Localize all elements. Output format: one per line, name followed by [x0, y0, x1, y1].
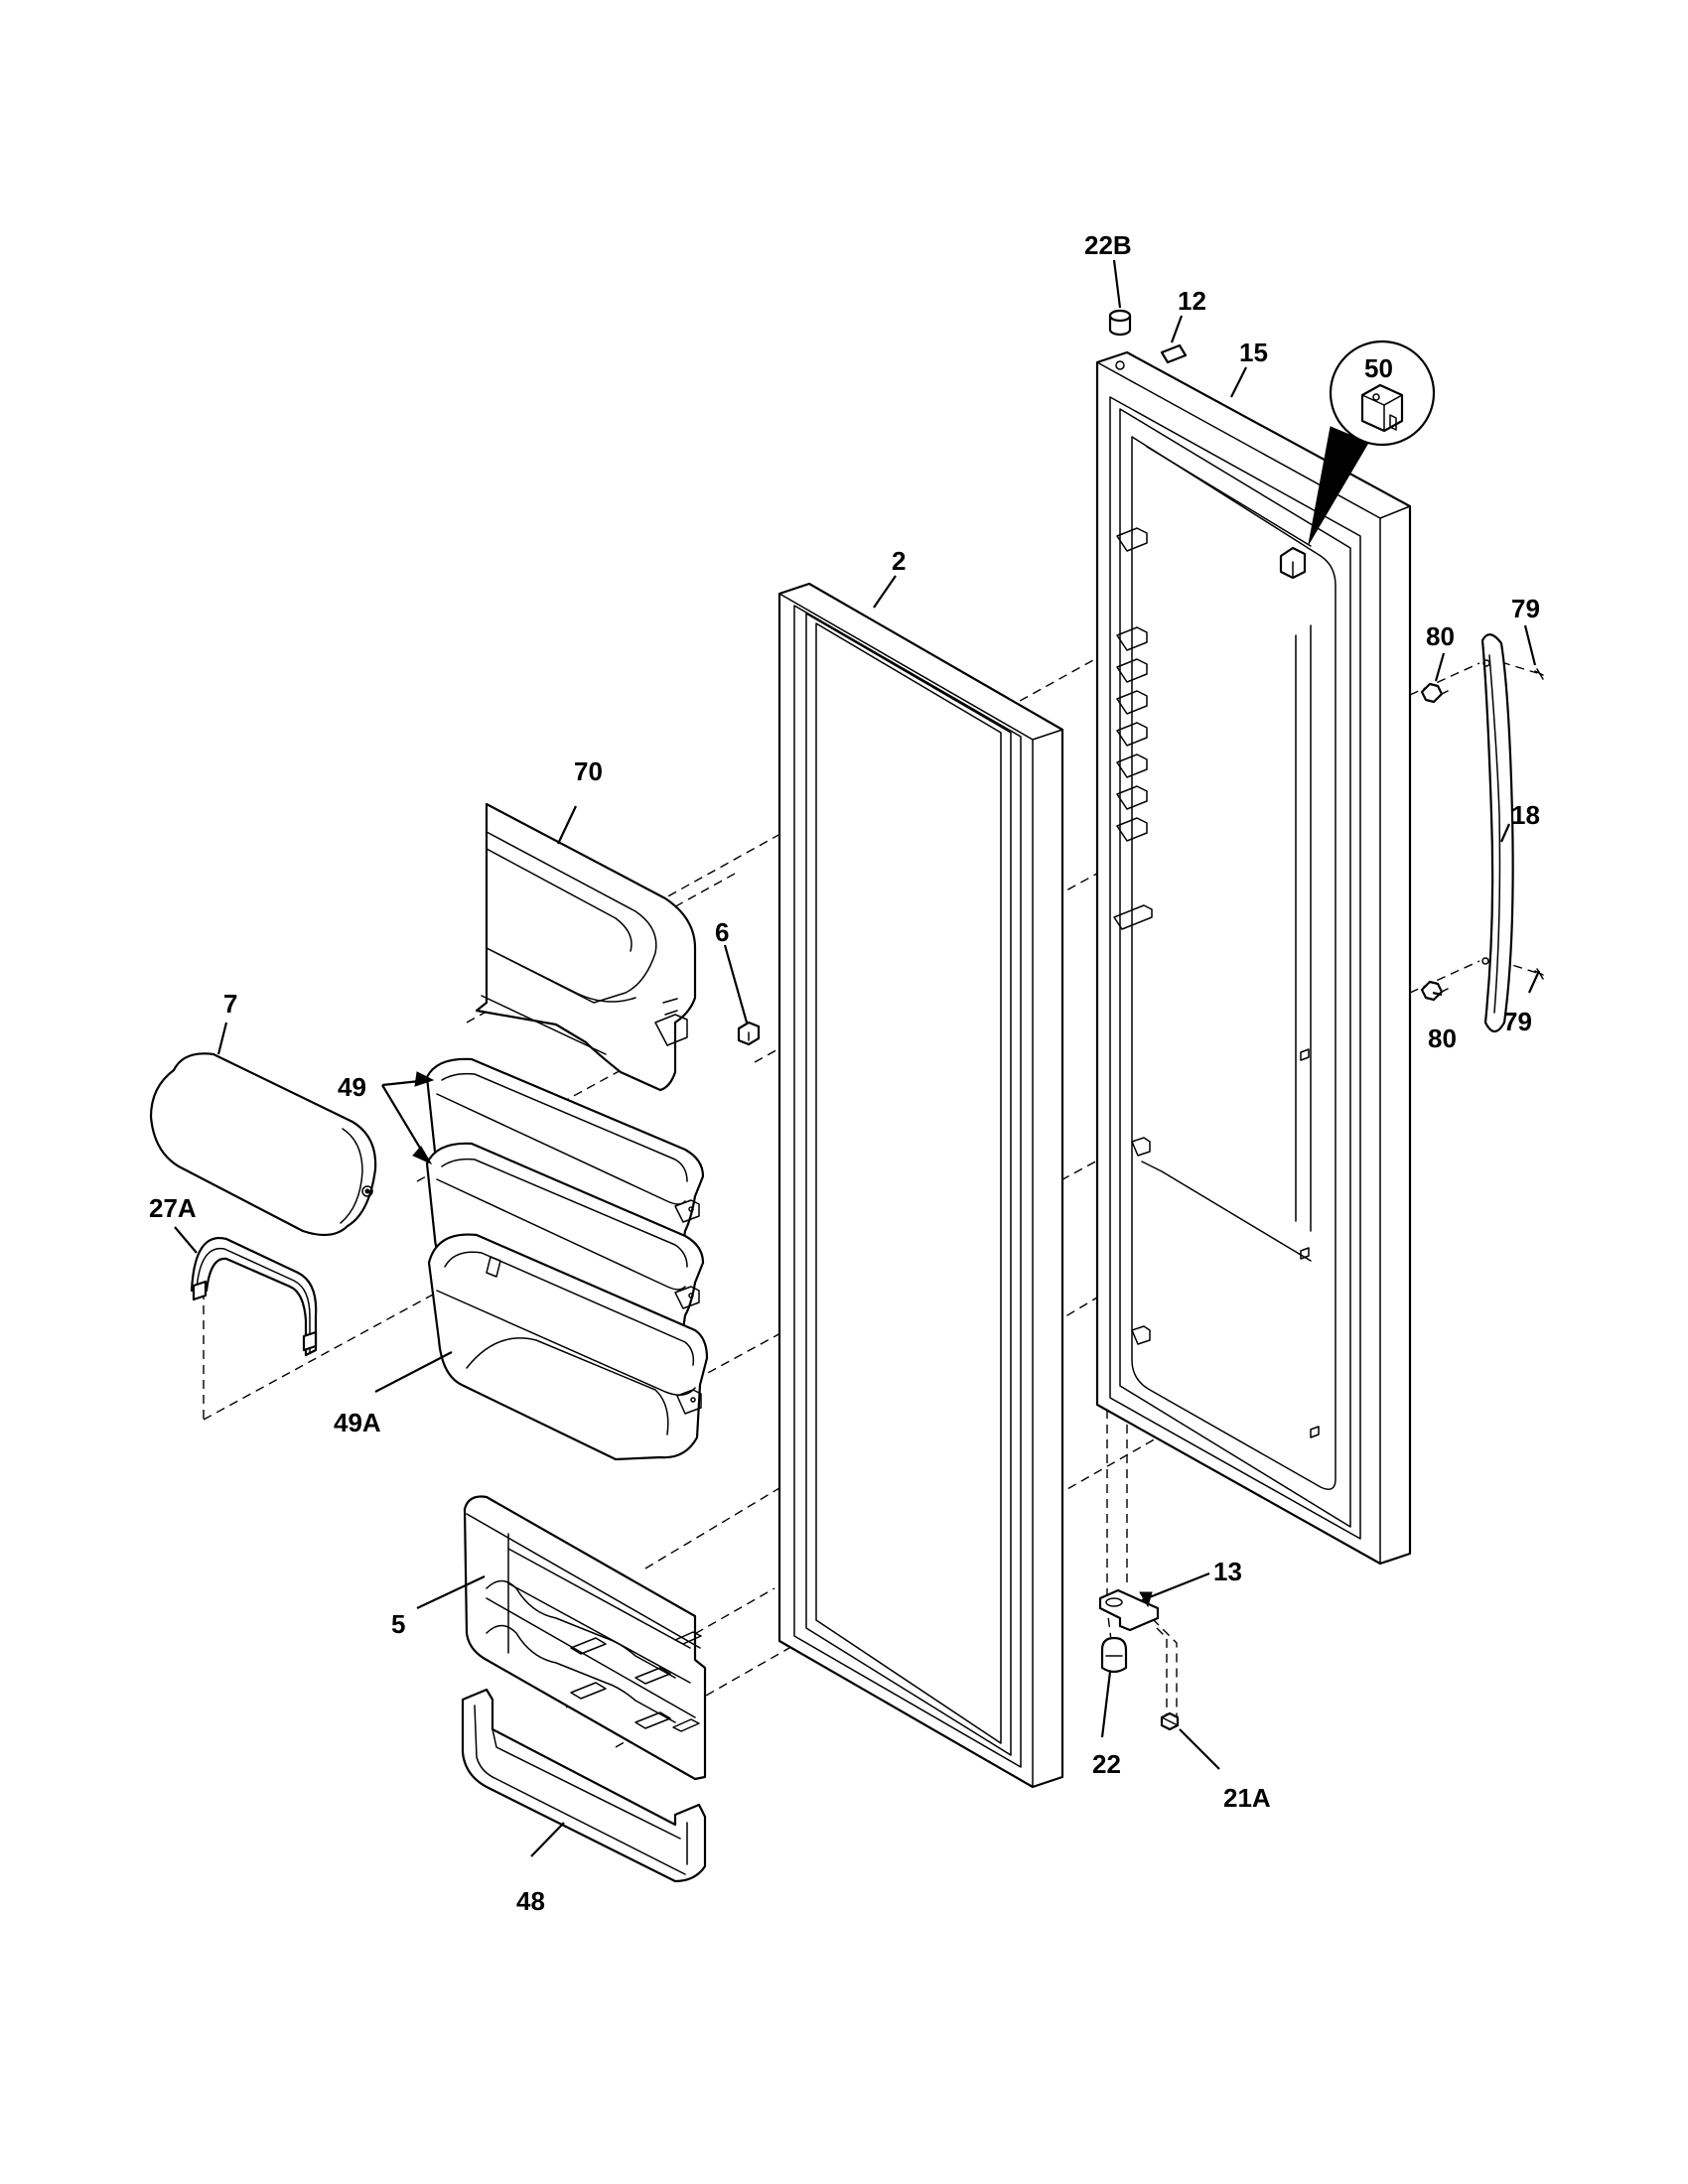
- screw-21A: [1160, 1711, 1180, 1731]
- label-27A: 27A: [149, 1193, 197, 1223]
- label-80-lower: 80: [1428, 1024, 1457, 1053]
- door-bin-49A: [427, 1233, 709, 1461]
- screw-79-upper: [1534, 668, 1544, 680]
- label-12: [1160, 343, 1188, 364]
- leader-lines: [174, 259, 1541, 1857]
- label-50: 50: [1364, 353, 1393, 383]
- dairy-cover-7: [149, 1052, 377, 1237]
- callout-magnifier-50: [1308, 340, 1436, 545]
- bushing-22B: [1108, 309, 1132, 370]
- clip-6: [737, 1021, 761, 1046]
- stud-80-lower: [1420, 980, 1449, 1002]
- door-rack-5: [463, 1495, 707, 1781]
- door-15: [1095, 350, 1412, 1566]
- label-2: 2: [892, 546, 906, 576]
- label-5: 5: [391, 1609, 405, 1639]
- label-18: 18: [1511, 800, 1540, 830]
- label-12: 12: [1178, 286, 1206, 316]
- label-6: 6: [715, 917, 729, 947]
- door-bin-48: [461, 1688, 707, 1883]
- label-22: 22: [1092, 1749, 1121, 1779]
- label-13: 13: [1213, 1557, 1242, 1586]
- label-49A: 49A: [334, 1408, 381, 1437]
- part-labels: 22B 12 15 50 2 80 79 18 70 6 7 49 27A 80…: [149, 230, 1540, 1916]
- label-21A: 21A: [1223, 1783, 1271, 1813]
- clip-50-on-door: [1279, 546, 1307, 580]
- label-48: 48: [516, 1886, 545, 1916]
- gasket-2: [777, 582, 1064, 1789]
- hinge-13: [1098, 1588, 1160, 1632]
- dairy-shelf-70: [475, 802, 697, 1092]
- bushing-22: [1100, 1636, 1128, 1674]
- label-79-lower: 79: [1503, 1007, 1532, 1036]
- label-70: 70: [574, 756, 603, 786]
- door-shelf-studs: [1113, 527, 1320, 1438]
- label-7: 7: [223, 989, 237, 1019]
- label-22B: 22B: [1084, 230, 1132, 260]
- dairy-handle-27A: [190, 1236, 318, 1357]
- handle-18: [1480, 633, 1514, 1033]
- label-49: 49: [338, 1072, 366, 1102]
- label-79-upper: 79: [1511, 594, 1540, 623]
- label-15: 15: [1239, 338, 1268, 367]
- label-80-upper: 80: [1426, 621, 1455, 651]
- stud-80-upper: [1420, 682, 1449, 704]
